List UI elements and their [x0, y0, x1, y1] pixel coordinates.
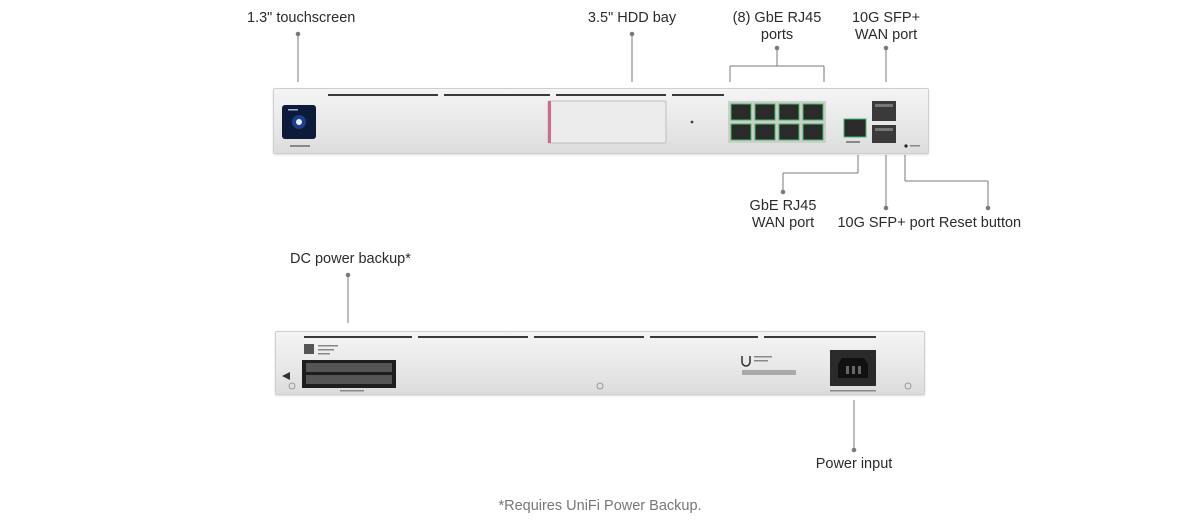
gbe-wan-label-line1: GbE RJ45 — [749, 198, 817, 214]
dc-power-connector — [282, 360, 396, 388]
rj45-port-block — [728, 101, 826, 143]
sfp-wan-label-line2: WAN port — [854, 27, 918, 43]
rear-panel — [275, 331, 925, 395]
reset-button-label: Reset button — [938, 215, 1022, 231]
footnote: *Requires UniFi Power Backup. — [498, 498, 702, 514]
sfp-wan-label-line1: 10G SFP+ — [851, 10, 921, 26]
gbe-ports-label-line1: (8) GbE RJ45 — [732, 10, 822, 26]
gbe-ports-label-line2: ports — [760, 27, 794, 43]
front-panel — [273, 88, 929, 154]
hdd-bay — [547, 100, 694, 144]
reset-pinhole — [904, 144, 908, 148]
sfp-port-label: 10G SFP+ port — [837, 215, 935, 231]
sfp-ports — [872, 101, 896, 143]
touchscreen-display — [282, 105, 316, 139]
gbe-wan-label-line2: WAN port — [751, 215, 815, 231]
power-inlet — [830, 350, 876, 386]
hdd-bay-label: 3.5" HDD bay — [587, 10, 677, 26]
power-input-label: Power input — [815, 456, 893, 472]
gbe-wan-port — [843, 118, 867, 143]
front-panel-drawing — [282, 94, 920, 148]
rear-panel-drawing — [282, 336, 912, 392]
touchscreen-label: 1.3" touchscreen — [247, 10, 356, 26]
dc-power-backup-label: DC power backup* — [290, 251, 411, 267]
